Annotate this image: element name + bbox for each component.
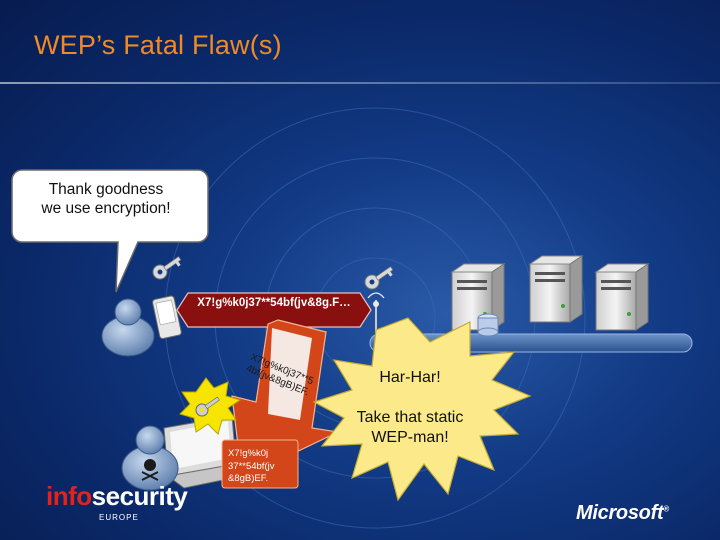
- cipher-doc-text: X7!g%k0j 37**54bf(jv &8gB)EF.: [228, 448, 290, 486]
- key-icon: [364, 266, 394, 290]
- cipher-arrow: [231, 319, 341, 479]
- microsoft-logo-text: Microsoft: [576, 502, 664, 524]
- cipher-bar: [176, 292, 372, 328]
- infosecurity-logo-b: security: [91, 481, 188, 511]
- burst-caption-line-1: Take that static: [356, 409, 464, 426]
- speech-bubble-text: Thank goodness we use encryption!: [16, 180, 196, 218]
- user-icon: [101, 298, 155, 357]
- cipher-doc-line-2: 37**54bf(jv: [228, 460, 275, 472]
- speech-bubble: [11, 169, 209, 293]
- burst-title: Har-Har!: [379, 369, 441, 386]
- slide-title: WEP’s Fatal Flaw(s): [34, 30, 282, 60]
- cipher-doc-line-1: X7!g%k0j: [228, 448, 269, 459]
- attacker-skull-icon: [121, 425, 179, 491]
- infosecurity-logo-a: info: [46, 481, 92, 511]
- cipher-doc-line-3: &8gB)EF.: [228, 473, 269, 484]
- burst-caption: Take that static WEP-man!: [330, 408, 490, 448]
- title-divider: [0, 82, 720, 84]
- microsoft-logo: Microsoft®: [576, 502, 669, 524]
- key-icon: [152, 256, 182, 280]
- server-icon: [528, 255, 584, 323]
- server-icon: [594, 263, 650, 331]
- pda-icon: [152, 295, 182, 340]
- burst-caption-line-2: WEP-man!: [371, 429, 449, 446]
- database-icon: [477, 313, 499, 337]
- infosecurity-europe-label: EUROPE: [99, 513, 139, 522]
- server-icon: [450, 263, 506, 331]
- key-icon: [195, 396, 220, 417]
- intercepted-packet: [221, 439, 299, 489]
- speech-line-1: Thank goodness: [48, 181, 164, 198]
- cipher-bar-text: X7!g%k0j37**54bf(jv&8g.F…: [197, 297, 351, 309]
- speech-line-2: we use encryption!: [41, 200, 171, 217]
- har-har-burst: [312, 317, 532, 502]
- infosecurity-logo: infosecurity: [46, 481, 188, 511]
